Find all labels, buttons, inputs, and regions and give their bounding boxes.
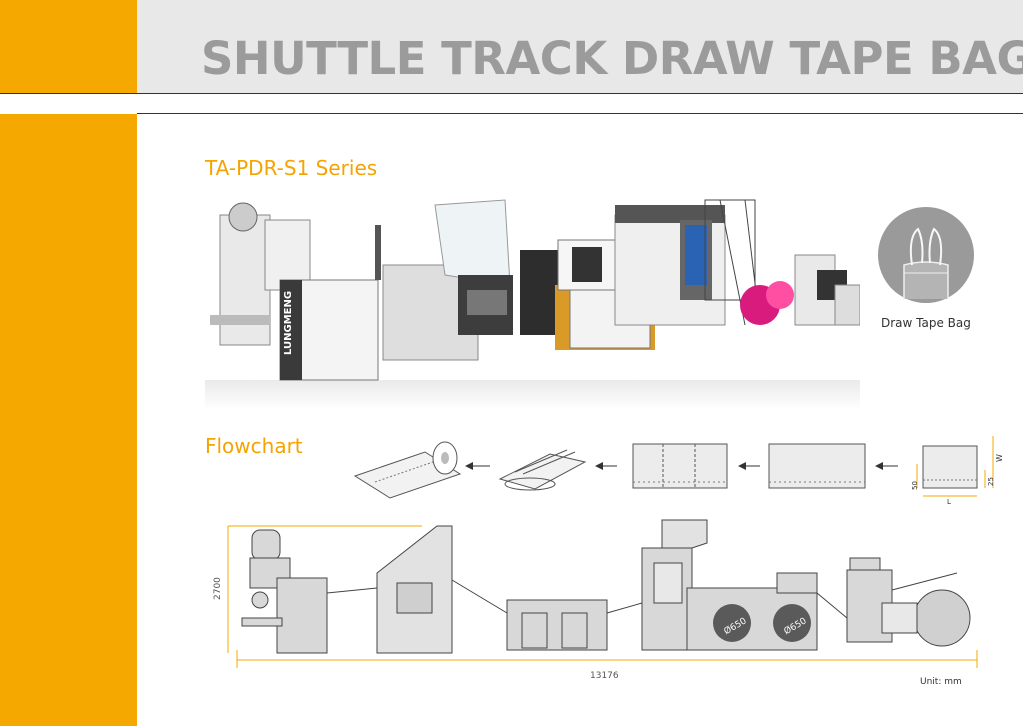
bag-dimension-icon [916,436,994,497]
technical-drawing: Ø650 Ø650 [227,519,978,668]
dim-25-label: 25 [987,477,995,486]
dim-w-label: W [995,454,1004,462]
header-rule-lower [137,113,1023,114]
dim-l-label: L [947,498,951,506]
header-rule [0,93,1023,94]
folded-bag-icon [498,449,587,491]
title-band: SHUTTLE TRACK DRAW TAPE BAG ON R [137,0,1023,93]
series-title: TA-PDR-S1 Series [205,156,378,180]
finished-bag-roll-icon [353,441,462,499]
machine-line-illustration: LUNGMENG [205,199,860,410]
product-label: Draw Tape Bag [881,316,971,330]
flowchart-title: Flowchart [205,434,303,458]
film-with-tape-icon [768,443,866,489]
machine-brand-label: LUNGMENG [283,291,294,355]
dim-50-label: 50 [911,481,919,490]
draw-tape-bag-icon [878,207,974,303]
flowchart-diagram: W 25 50 L [353,436,1004,506]
height-dimension-label: 2700 [213,577,223,600]
sealed-film-icon [632,443,728,489]
unit-label: Unit: mm [920,677,962,687]
length-dimension-label: 13176 [590,671,619,681]
orange-corner-block [0,0,137,93]
page-title: SHUTTLE TRACK DRAW TAPE BAG ON R [201,32,1023,85]
orange-side-bar [0,114,137,726]
